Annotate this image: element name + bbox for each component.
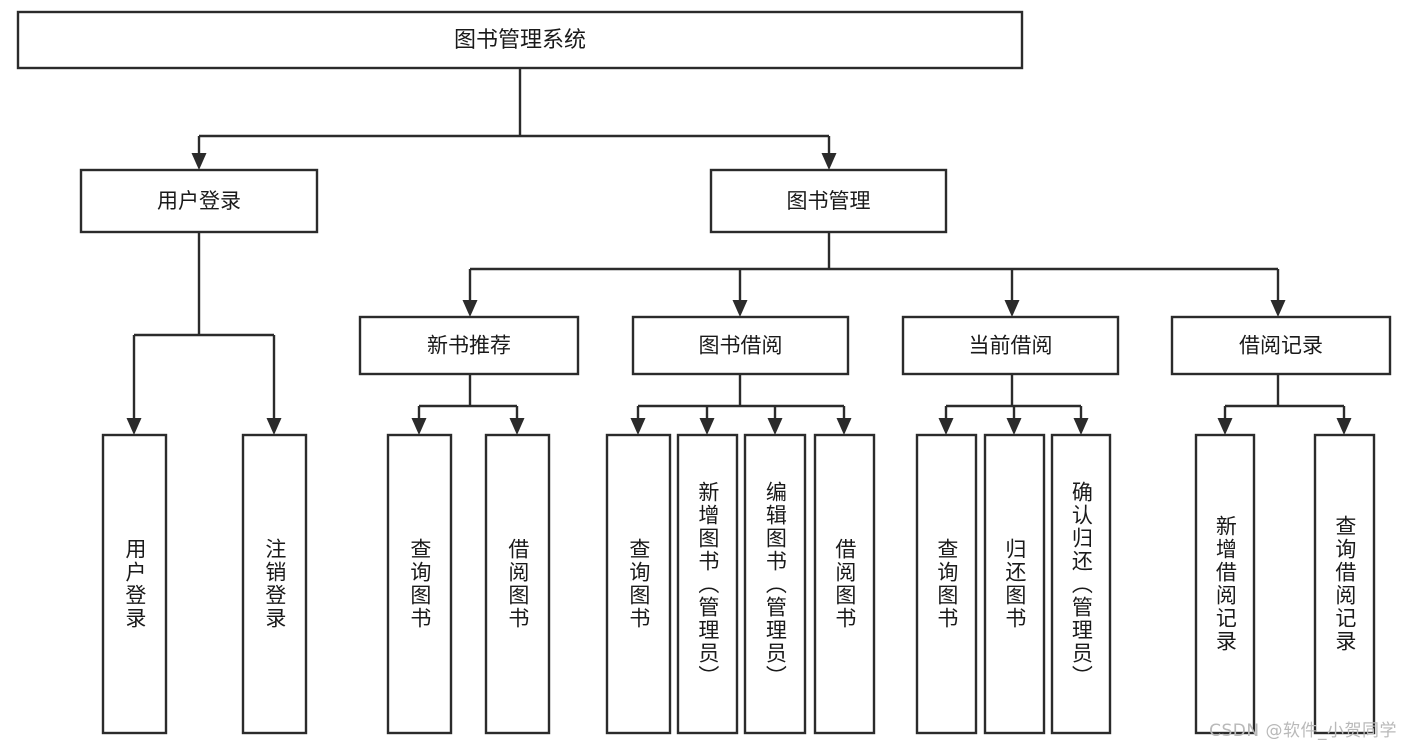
leaf-leaf-query-record-box[interactable] [1313,433,1376,735]
arrow-head-icon [699,418,715,435]
arrow-head-icon [191,153,207,170]
leaf-leaf-query-book-cur-box[interactable] [915,433,978,735]
arrow-head-icon [1270,300,1286,317]
leaf-leaf-user-login-box[interactable] [101,433,168,735]
leaf-leaf-query-book-borrow-box[interactable] [605,433,672,735]
leaf-leaf-query-book-rec-box[interactable] [386,433,453,735]
csdn-watermark: CSDN @软件_小贺同学 [1209,721,1397,741]
node-current-borrow-label: 当前借阅 [969,334,1053,358]
arrow-head-icon [1217,418,1233,435]
node-new-book-rec-label: 新书推荐 [427,334,511,358]
arrow-head-icon [126,418,142,435]
node-user-login-box[interactable] [79,168,319,234]
node-user-login-label: 用户登录 [157,189,241,213]
arrow-head-icon [509,418,525,435]
arrow-head-icon [938,418,954,435]
leaf-leaf-edit-book-box[interactable] [743,433,807,735]
arrow-head-icon [821,153,837,170]
leaf-leaf-user-logout-box[interactable] [241,433,308,735]
node-borrow-record-label: 借阅记录 [1239,334,1323,358]
arrow-head-icon [732,300,748,317]
arrow-head-icon [462,300,478,317]
boxes-layer [16,10,1392,735]
leaf-leaf-return-book-box[interactable] [983,433,1046,735]
node-root-box[interactable] [16,10,1024,70]
arrow-head-icon [1073,418,1089,435]
arrow-head-icon [1336,418,1352,435]
node-book-borrow-label: 图书借阅 [699,334,783,358]
arrow-head-icon [836,418,852,435]
node-book-manage-box[interactable] [709,168,948,234]
arrow-head-icon [1006,418,1022,435]
leaf-leaf-add-record-box[interactable] [1194,433,1256,735]
connectors-layer [126,68,1352,435]
leaf-leaf-borrow-book-rec-box[interactable] [484,433,551,735]
leaf-leaf-add-book-box[interactable] [676,433,739,735]
node-book-borrow-box[interactable] [631,315,850,376]
leaf-leaf-confirm-return-box[interactable] [1050,433,1112,735]
node-current-borrow-box[interactable] [901,315,1120,376]
node-book-manage-label: 图书管理 [787,189,871,213]
arrow-head-icon [266,418,282,435]
leaf-leaf-borrow-book-box[interactable] [813,433,876,735]
node-new-book-rec-box[interactable] [358,315,580,376]
node-borrow-record-box[interactable] [1170,315,1392,376]
arrow-head-icon [767,418,783,435]
arrow-head-icon [411,418,427,435]
arrow-head-icon [1004,300,1020,317]
arrow-head-icon [630,418,646,435]
node-root-label: 图书管理系统 [454,28,586,53]
